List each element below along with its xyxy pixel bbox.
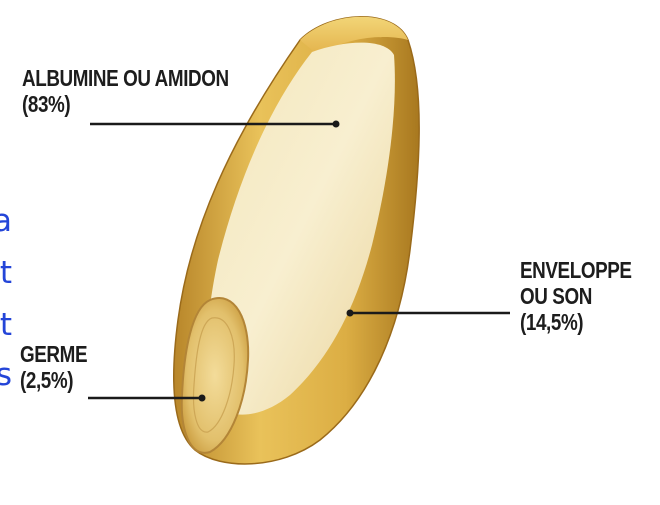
edge-text-clip: a t t s (0, 0, 12, 505)
label-albumine: ALBUMINE OU AMIDON (83%) (22, 66, 229, 118)
label-germe-percent: (2,5%) (20, 368, 87, 394)
label-enveloppe-percent: (14,5%) (520, 310, 632, 336)
label-enveloppe-name-line1: ENVELOPPE (520, 258, 632, 284)
edge-text-2: t (0, 310, 12, 341)
label-enveloppe-name-line2: OU SON (520, 284, 632, 310)
label-germe: GERME (2,5%) (20, 342, 87, 394)
label-albumine-name: ALBUMINE OU AMIDON (22, 66, 229, 92)
leader-dot-germe (199, 395, 206, 402)
edge-text-1: t (0, 258, 12, 289)
edge-text-3: s (0, 360, 12, 391)
leader-dot-albumine (333, 121, 340, 128)
label-germe-name: GERME (20, 342, 87, 368)
label-albumine-percent: (83%) (22, 92, 229, 118)
label-enveloppe: ENVELOPPE OU SON (14,5%) (520, 258, 632, 335)
leader-dot-enveloppe (347, 310, 354, 317)
edge-text-0: a (0, 206, 12, 237)
